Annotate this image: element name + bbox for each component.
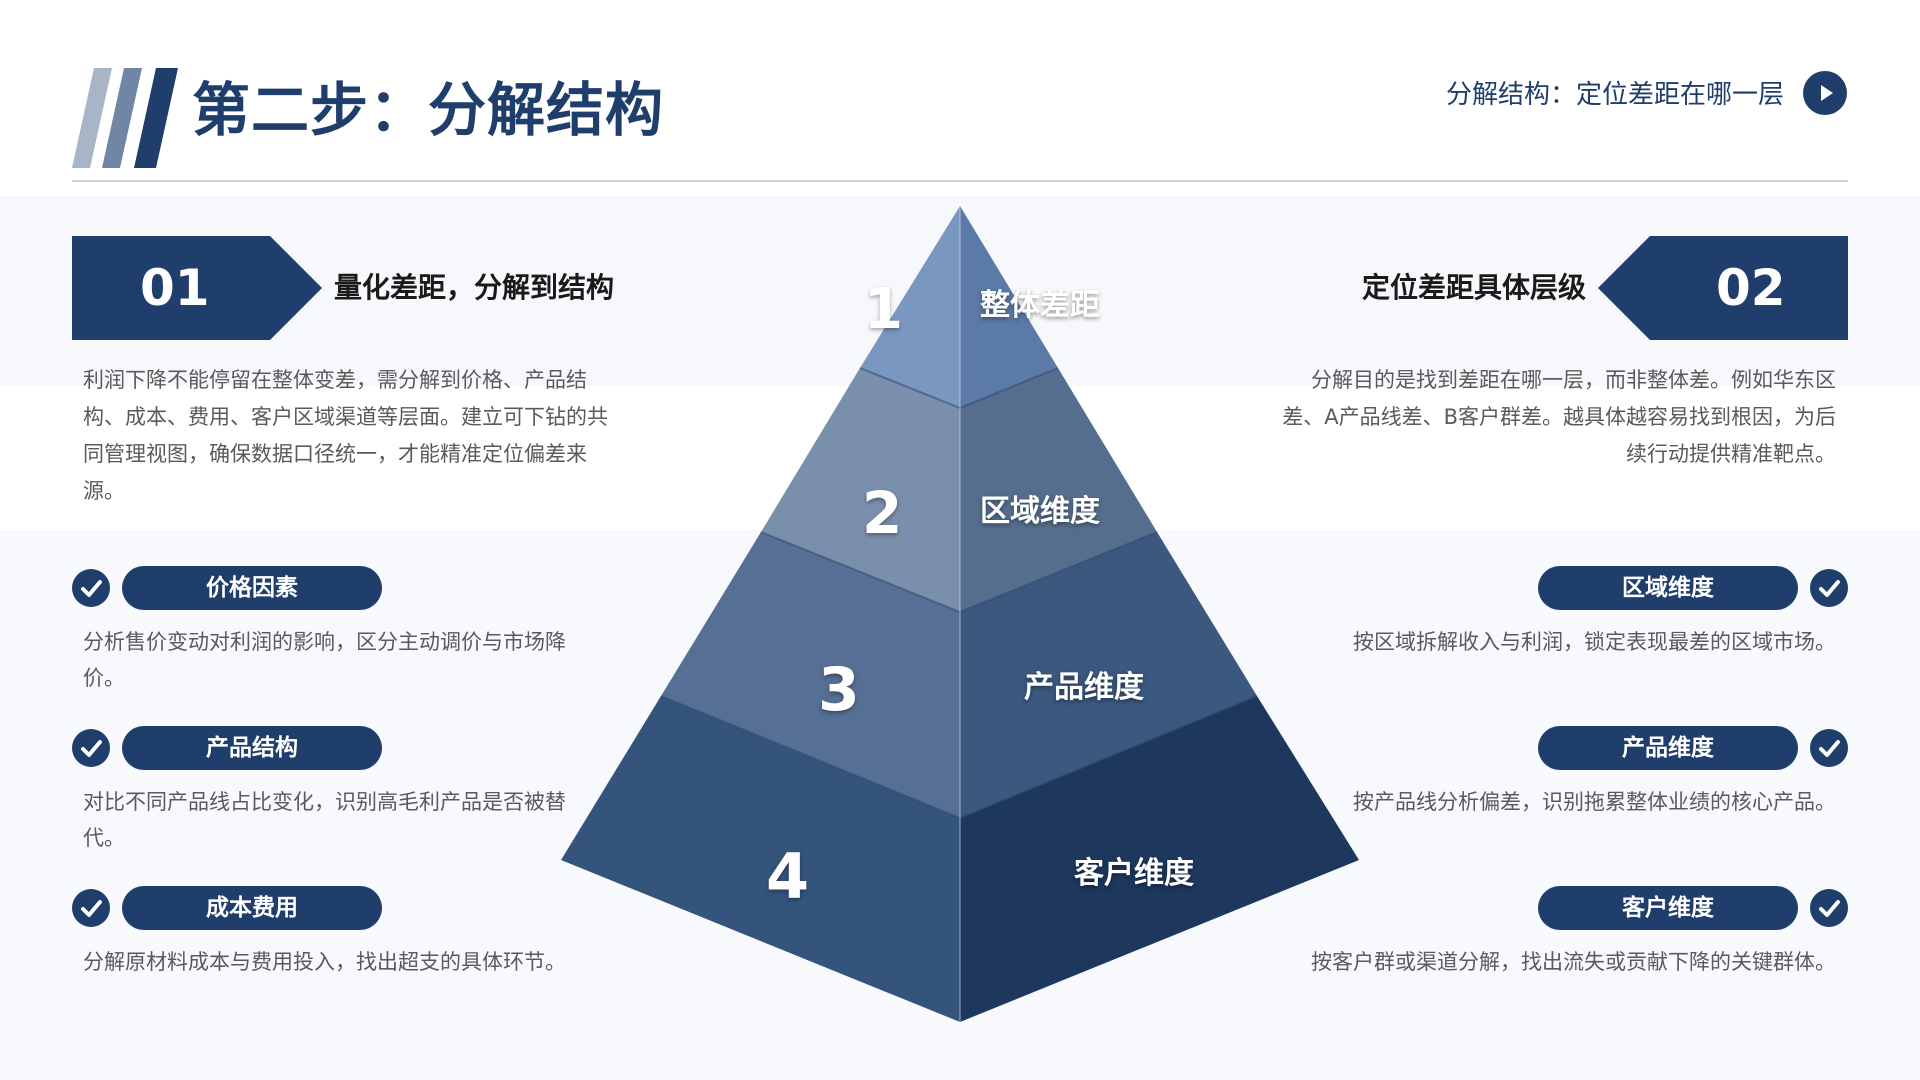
factor-desc-product: 按产品线分析偏差，识别拖累整体业绩的核心产品。 xyxy=(1353,790,1836,814)
factor-pill-price: 价格因素 xyxy=(122,566,382,610)
section-description-left: 利润下降不能停留在整体变差，需分解到价格、产品结构、成本、费用、客户区域渠道等层… xyxy=(83,368,608,503)
checkmark-icon xyxy=(72,569,110,607)
section-title-right: 定位差距具体层级 xyxy=(1361,271,1586,304)
decorative-stripes xyxy=(72,68,178,168)
pyramid-level-label-4: 客户维度 xyxy=(1074,856,1194,891)
step-tag-02: 02 xyxy=(1598,236,1848,340)
page-title: 第二步：分解结构 xyxy=(192,76,665,144)
header-divider xyxy=(72,180,1848,182)
factor-desc-product-structure: 对比不同产品线占比变化，识别高毛利产品是否被替代。 xyxy=(83,790,566,850)
stripe-light xyxy=(72,68,112,168)
pyramid-level-number-4: 4 xyxy=(766,840,810,913)
stripe-mid xyxy=(102,68,142,168)
factor-pill-cost: 成本费用 xyxy=(122,886,382,930)
factor-desc-region: 按区域拆解收入与利润，锁定表现最差的区域市场。 xyxy=(1353,630,1836,654)
play-icon xyxy=(1821,85,1833,101)
factor-desc-price: 分析售价变动对利润的影响，区分主动调价与市场降价。 xyxy=(83,630,566,690)
step-tag-01: 01 xyxy=(72,236,322,340)
pyramid-level-label-2: 区域维度 xyxy=(980,494,1100,529)
page-subtitle: 分解结构：定位差距在哪一层 xyxy=(1445,80,1784,110)
checkmark-icon xyxy=(1810,729,1848,767)
section-description-right: 分解目的是找到差距在哪一层，而非整体差。例如华东区差、A产品线差、B客户群差。越… xyxy=(1282,368,1836,466)
step-number: 02 xyxy=(1716,259,1786,317)
pyramid-level-number-2: 2 xyxy=(862,479,903,547)
pyramid-level-label-3: 产品维度 xyxy=(1024,670,1144,705)
factor-pill-product: 产品维度 xyxy=(1538,726,1798,770)
factor-pill-region: 区域维度 xyxy=(1538,566,1798,610)
checkmark-icon xyxy=(1810,569,1848,607)
factor-pill-product-structure: 产品结构 xyxy=(122,726,382,770)
factor-desc-cost: 分解原材料成本与费用投入，找出超支的具体环节。 xyxy=(83,950,566,974)
factor-desc-customer: 按客户群或渠道分解，找出流失或贡献下降的关键群体。 xyxy=(1311,950,1836,974)
section-title-left: 量化差距，分解到结构 xyxy=(334,271,615,304)
checkmark-icon xyxy=(72,729,110,767)
step-number: 01 xyxy=(140,259,210,317)
checkmark-icon xyxy=(1810,889,1848,927)
pyramid-level-label-1: 整体差距 xyxy=(980,288,1100,323)
factor-pill-customer: 客户维度 xyxy=(1538,886,1798,930)
checkmark-icon xyxy=(72,889,110,927)
next-button[interactable] xyxy=(1803,71,1847,115)
pyramid-level-number-1: 1 xyxy=(864,277,903,342)
stripe-dark xyxy=(134,68,178,168)
pyramid-level-number-3: 3 xyxy=(818,655,860,725)
